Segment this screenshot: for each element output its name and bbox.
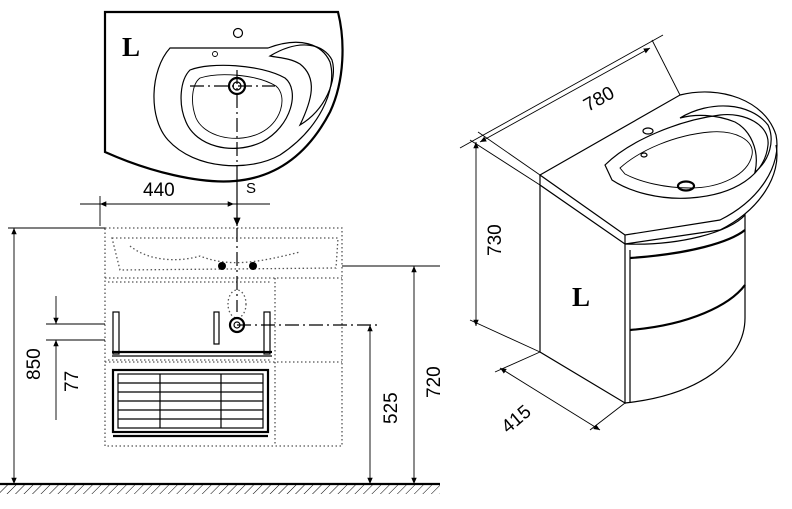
drain-height-label: 525 [381, 392, 402, 424]
drain-marker-label: S [246, 180, 256, 197]
basin-rim [153, 41, 333, 167]
iso-cabinet-front [624, 213, 746, 404]
basin-bowl [180, 64, 293, 149]
basin-height-label: 720 [424, 366, 445, 398]
rail-right [263, 311, 271, 355]
cabinet-outline [104, 227, 343, 447]
offset-dimension: 440 S [80, 180, 270, 226]
iso-basin [604, 113, 769, 199]
basin-section [111, 237, 339, 271]
iso-drawer-divider [629, 284, 746, 332]
iso-depth-label: 415 [498, 401, 536, 437]
iso-height-dimension: 730 [469, 139, 541, 353]
top-view: L [103, 10, 344, 183]
iso-drain [676, 180, 696, 192]
front-view [104, 227, 343, 447]
iso-view: L [538, 91, 778, 405]
iso-basin-shelf [679, 105, 772, 174]
iso-height-label: 730 [485, 224, 506, 256]
iso-depth-dimension: 415 [494, 351, 626, 438]
iso-tap-hole [642, 127, 654, 135]
fitting-right [249, 262, 257, 270]
overall-height-dimension: 850 [8, 227, 105, 484]
iso-drawer-top [629, 229, 746, 260]
rail-left [112, 311, 120, 355]
floor [0, 482, 440, 494]
basin-inner [192, 74, 283, 139]
overall-height-label: 850 [24, 348, 45, 380]
top-view-outline [103, 10, 344, 183]
overflow-hole [212, 51, 218, 57]
gap-dimension: 77 [46, 296, 105, 420]
iso-width-label: 780 [580, 83, 618, 117]
gap-dim-label: 77 [62, 371, 83, 392]
offset-dim-label: 440 [143, 180, 175, 201]
iso-countertop-top [538, 91, 778, 236]
basin-height-dimension: 720 [342, 265, 445, 484]
drawer-basket [111, 368, 270, 434]
basin-shelf [268, 44, 334, 127]
siphon-top [227, 289, 247, 319]
fitting-left [218, 262, 226, 270]
iso-side-label: L [572, 282, 590, 312]
tap-hole [232, 27, 244, 39]
top-view-side-label: L [122, 32, 140, 62]
drain-height-dimension: 525 [237, 324, 402, 484]
iso-countertop-edge [539, 144, 778, 245]
